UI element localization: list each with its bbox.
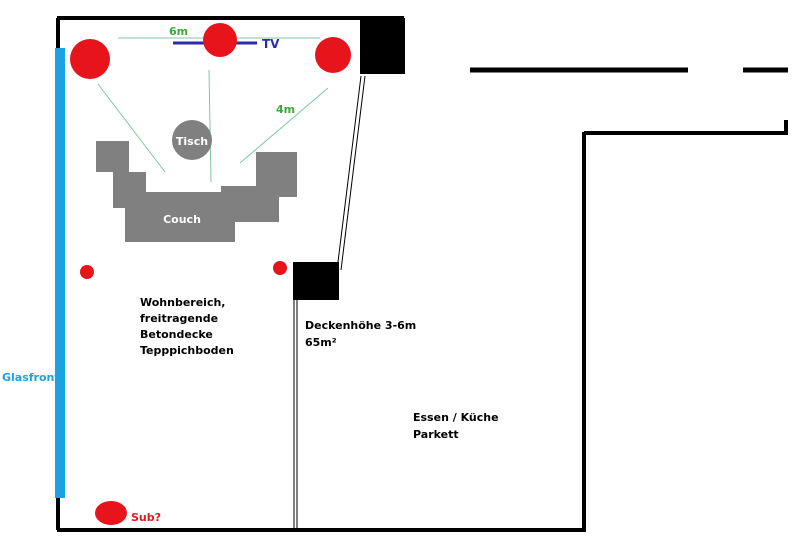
pillar-top: [360, 18, 405, 74]
tv-label: TV: [262, 37, 280, 51]
ceiling-height-label: Deckenhöhe 3-6m: [305, 319, 416, 332]
table: [172, 120, 212, 160]
speakers: [70, 23, 351, 525]
partition-diagonal-a: [336, 75, 362, 271]
kitchen-label-2: Parkett: [413, 428, 459, 441]
speaker-center: [203, 23, 237, 57]
living-area-label-4: Tepppichboden: [140, 344, 234, 357]
area-label: 65m²: [305, 336, 337, 349]
sight-line-center: [208, 69, 212, 183]
couch: [96, 141, 297, 242]
speaker-rear-right: [273, 261, 287, 275]
glass-front: [55, 48, 65, 498]
subwoofer-label: Sub?: [131, 511, 161, 524]
living-area-label-1: Wohnbereich,: [140, 296, 225, 309]
speaker-front-left: [70, 39, 110, 79]
couch-label: Couch: [163, 213, 201, 226]
width-dimension-label: 6m: [169, 25, 188, 38]
sight-line-left: [97, 83, 166, 173]
sight-line-right: [239, 87, 329, 164]
partition-diagonal-b: [340, 75, 366, 271]
living-area-label-2: freitragende: [140, 312, 218, 325]
walls: [56, 16, 788, 532]
glass-front-label: Glasfront: [2, 371, 60, 384]
speaker-rear-left: [80, 265, 94, 279]
sight-lines: [97, 37, 329, 183]
table-label: Tisch: [176, 135, 208, 148]
living-area-label-3: Betondecke: [140, 328, 213, 341]
speaker-front-right: [315, 37, 351, 73]
diagonal-dimension-label: 4m: [276, 103, 295, 116]
subwoofer: [95, 501, 127, 525]
pillar-middle: [293, 262, 339, 300]
kitchen-label-1: Essen / Küche: [413, 411, 499, 424]
